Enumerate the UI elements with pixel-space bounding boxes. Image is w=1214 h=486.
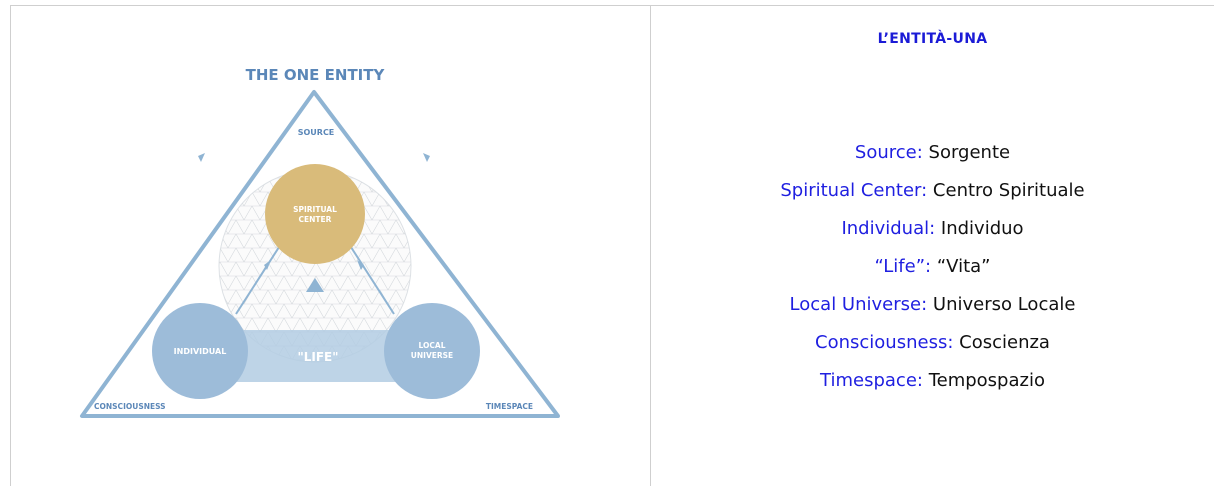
english-term: Spiritual Center:	[780, 180, 928, 201]
source-label: SOURCE	[298, 128, 335, 137]
individual-circle	[152, 303, 248, 399]
english-term: Consciousness:	[815, 332, 954, 353]
english-term: Individual:	[841, 218, 936, 239]
diagram-svg: THE ONE ENTITY "LIF	[80, 66, 560, 418]
translation-row: “Life”: “Vita”	[651, 247, 1214, 287]
spiritual-center-circle	[265, 164, 365, 264]
english-term: Local Universe:	[789, 294, 928, 315]
table-divider	[650, 5, 651, 486]
translation-row: Source: Sorgente	[651, 133, 1214, 173]
english-term: Timespace:	[820, 370, 923, 391]
center-triangle-icon	[306, 278, 324, 292]
table-border-left	[10, 5, 11, 486]
arrow-heads	[198, 153, 430, 270]
spiritual-center-label-2: CENTER	[299, 215, 332, 224]
local-universe-label-1: LOCAL	[419, 341, 446, 350]
english-term: “Life”:	[874, 256, 932, 277]
italian-term: “Vita”	[936, 256, 991, 277]
translation-heading: L’ENTITÀ-UNA	[877, 31, 988, 47]
one-entity-diagram: THE ONE ENTITY "LIF	[68, 52, 568, 432]
local-universe-label-2: UNIVERSE	[411, 351, 453, 360]
diagram-title: THE ONE ENTITY	[246, 66, 386, 84]
italian-term: Sorgente	[928, 142, 1011, 163]
consciousness-label: CONSCIOUSNESS	[94, 402, 166, 411]
local-universe-circle	[384, 303, 480, 399]
translation-row: Spiritual Center: Centro Spirituale	[651, 171, 1214, 211]
translation-row: Individual: Individuo	[651, 209, 1214, 249]
translation-row: Timespace: Tempospazio	[651, 361, 1214, 401]
italian-term: Centro Spirituale	[932, 180, 1085, 201]
table-border-top	[10, 5, 1214, 6]
english-term: Source:	[854, 142, 923, 163]
italian-term: Individuo	[940, 218, 1024, 239]
translation-row: Consciousness: Coscienza	[651, 323, 1214, 363]
translation-panel: L’ENTITÀ-UNA Source: Sorgente Spiritual …	[651, 5, 1214, 486]
italian-term: Universo Locale	[932, 294, 1076, 315]
spiritual-center-label-1: SPIRITUAL	[293, 205, 337, 214]
italian-term: Tempospazio	[928, 370, 1045, 391]
individual-label: INDIVIDUAL	[174, 347, 227, 356]
life-label: "LIFE"	[297, 350, 338, 364]
italian-term: Coscienza	[959, 332, 1050, 353]
translation-list: Source: Sorgente Spiritual Center: Centr…	[651, 133, 1214, 401]
outer-triangle	[80, 90, 560, 418]
timespace-label: TIMESPACE	[486, 402, 533, 411]
translation-row: Local Universe: Universo Locale	[651, 285, 1214, 325]
